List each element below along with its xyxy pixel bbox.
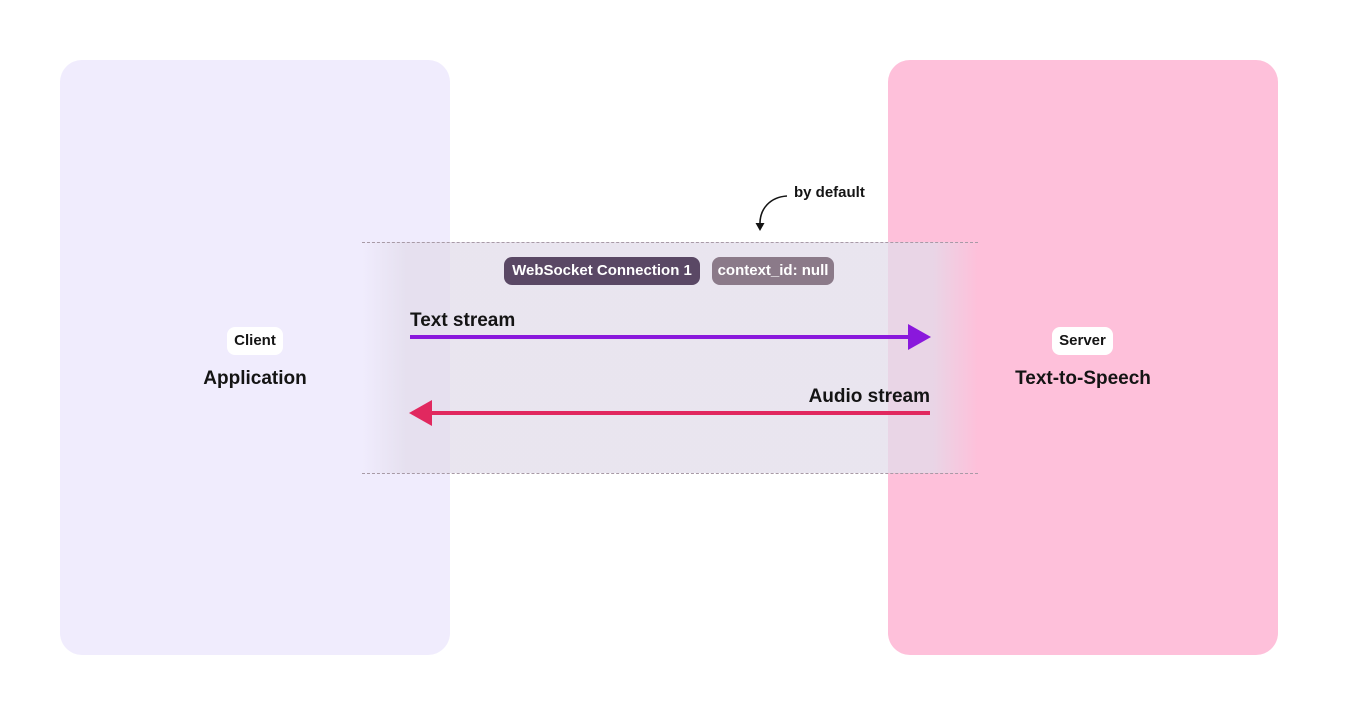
default-note-pointer-icon xyxy=(759,195,788,227)
audio-stream-label: Audio stream xyxy=(808,386,930,407)
connection-top-border xyxy=(362,242,978,243)
connection-bottom-border xyxy=(362,473,978,474)
client-title: Application xyxy=(203,368,307,389)
client-role-label: Client xyxy=(227,327,283,355)
websocket-connection-badge: WebSocket Connection 1 xyxy=(504,257,700,285)
default-note: by default xyxy=(794,184,865,201)
server-title: Text-to-Speech xyxy=(1015,368,1151,389)
default-note-pointer-head xyxy=(755,223,765,231)
server-role-label: Server xyxy=(1052,327,1113,355)
context-id-badge: context_id: null xyxy=(712,257,834,285)
text-stream-label: Text stream xyxy=(410,310,516,331)
